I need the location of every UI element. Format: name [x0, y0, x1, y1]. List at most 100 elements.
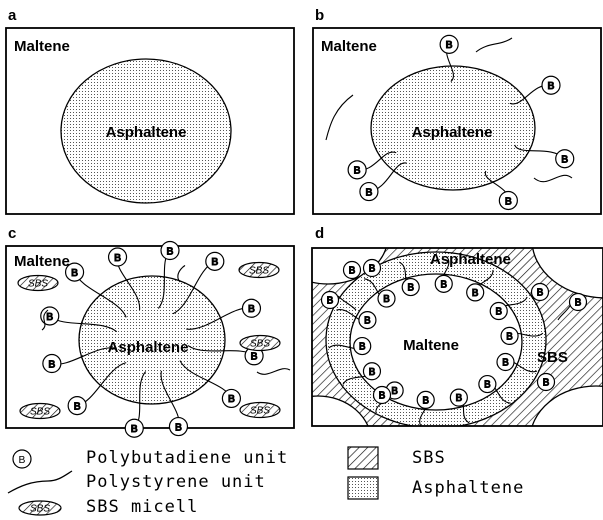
asphaltene-label: Asphaltene — [430, 251, 511, 268]
asphaltene-label: Asphaltene — [106, 124, 187, 141]
svg-text:B: B — [365, 187, 372, 198]
sbs-micelle: SBS — [20, 404, 60, 419]
svg-text:B: B — [537, 288, 544, 299]
polybutadiene-unit: B — [161, 242, 179, 260]
svg-text:SBS: SBS — [28, 279, 48, 290]
svg-text:B: B — [495, 307, 502, 318]
polybutadiene-unit: B — [364, 260, 381, 277]
svg-text:SBS: SBS — [30, 407, 50, 418]
polybutadiene-unit: B — [479, 376, 496, 393]
polybutadiene-unit: B — [360, 183, 378, 201]
svg-text:B: B — [548, 81, 555, 92]
svg-text:B: B — [440, 279, 447, 290]
svg-text:B: B — [446, 40, 453, 51]
svg-text:B: B — [407, 283, 414, 294]
sbs-label: SBS — [537, 349, 568, 366]
panel-letter-b: b — [315, 8, 324, 23]
polybutadiene-unit: B — [542, 76, 560, 94]
svg-text:B: B — [456, 393, 463, 404]
svg-text:B: B — [364, 316, 371, 327]
polybutadiene-unit: B — [222, 389, 240, 407]
legend-micelle-label: SBS micell — [86, 499, 198, 516]
polybutadiene-unit: B — [417, 391, 434, 408]
svg-text:B: B — [369, 367, 376, 378]
svg-text:B: B — [561, 155, 568, 166]
polybutadiene-unit: B — [490, 303, 507, 320]
legend-asphaltene-swatch — [348, 477, 378, 499]
svg-text:B: B — [349, 266, 356, 277]
svg-text:B: B — [359, 342, 366, 353]
svg-text:B: B — [575, 298, 582, 309]
svg-text:B: B — [251, 352, 258, 363]
svg-text:B: B — [74, 401, 81, 412]
svg-text:SBS: SBS — [30, 504, 50, 515]
polybutadiene-unit: B — [450, 389, 467, 406]
maltene-label: Maltene — [14, 253, 70, 270]
polybutadiene-unit: B — [556, 150, 574, 168]
asphaltene-label: Asphaltene — [412, 124, 493, 141]
svg-text:SBS: SBS — [249, 266, 269, 277]
polybutadiene-unit: B — [348, 161, 366, 179]
micelle-symbol: SBS — [19, 501, 61, 515]
sbs-micelle: SBS — [239, 263, 279, 278]
polybutadiene-unit: B — [435, 275, 452, 292]
svg-text:B: B — [543, 378, 550, 389]
svg-text:B: B — [167, 246, 174, 257]
polybutadiene-unit: B — [497, 354, 514, 371]
polybutadiene-unit: B — [354, 338, 371, 355]
legend-asphaltene-label: Asphaltene — [412, 480, 524, 497]
polybutadiene-unit: B — [532, 284, 549, 301]
polybutadiene-unit: B — [374, 387, 391, 404]
panel-letter-d: d — [315, 226, 324, 241]
svg-text:B: B — [211, 257, 218, 268]
svg-text:B: B — [383, 294, 390, 305]
sbs-micelle: SBS — [240, 336, 280, 351]
polybutadiene-unit: B — [378, 290, 395, 307]
legend-sbs-label: SBS — [412, 450, 446, 467]
svg-text:SBS: SBS — [250, 339, 270, 350]
legend-polybutadiene-symbol: B — [13, 450, 31, 468]
polybutadiene-unit: B — [322, 292, 339, 309]
maltene-label: Maltene — [403, 337, 459, 354]
polybutadiene-unit: B — [501, 327, 518, 344]
svg-text:B: B — [502, 358, 509, 369]
svg-text:B: B — [472, 288, 479, 299]
polybutadiene-unit: B — [43, 355, 61, 373]
polybutadiene-unit: B — [499, 191, 517, 209]
polybutadiene-unit: B — [538, 374, 555, 391]
svg-text:B: B — [131, 424, 138, 435]
svg-text:B: B — [248, 304, 255, 315]
svg-text:B: B — [114, 253, 121, 264]
svg-text:B: B — [422, 395, 429, 406]
polybutadiene-unit: B — [402, 279, 419, 296]
maltene-label: Maltene — [14, 38, 70, 55]
svg-text:B: B — [46, 312, 53, 323]
polybutadiene-unit: B — [68, 397, 86, 415]
maltene-label: Maltene — [321, 38, 377, 55]
legend-sbs-swatch — [348, 447, 378, 469]
polybutadiene-unit: B — [440, 35, 458, 53]
polybutadiene-unit: B — [344, 262, 361, 279]
svg-text:B: B — [506, 331, 513, 342]
polybutadiene-unit: B — [359, 312, 376, 329]
svg-text:B: B — [379, 391, 386, 402]
polybutadiene-unit: B — [242, 299, 260, 317]
legend-polystyrene-line — [8, 471, 72, 493]
svg-text:B: B — [175, 422, 182, 433]
svg-text:B: B — [354, 166, 361, 177]
sbs-micelle: SBS — [18, 276, 58, 291]
legend-micelle-symbol: SBS — [19, 501, 61, 515]
svg-text:B: B — [484, 380, 491, 391]
polybutadiene-unit: B — [125, 419, 143, 437]
svg-text:B: B — [19, 455, 26, 466]
polybutadiene-unit: B — [363, 363, 380, 380]
polybutadiene-unit: B — [13, 450, 31, 468]
asphaltene-label: Asphaltene — [108, 339, 189, 356]
panel-letter-a: a — [8, 8, 16, 23]
svg-text:B: B — [391, 386, 398, 397]
svg-text:B: B — [505, 196, 512, 207]
svg-text:B: B — [228, 394, 235, 405]
svg-text:B: B — [369, 264, 376, 275]
